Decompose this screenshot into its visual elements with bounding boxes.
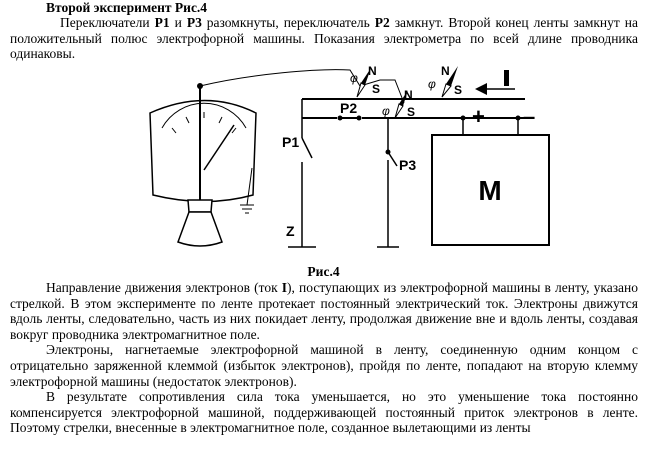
label-p1: Р1: [282, 134, 299, 150]
paragraph-2: Электроны, нагнетаемые электрофорной маш…: [10, 342, 638, 389]
intro-text-2: и: [169, 15, 187, 30]
compass-needle-3: N S φ: [382, 88, 415, 119]
needle3-s: S: [407, 105, 415, 119]
para1-text-b: ), поступающих из электрофорной машины в…: [10, 280, 639, 342]
label-current: I: [512, 84, 513, 86]
label-minus: –: [523, 104, 535, 129]
intro-paragraph: Переключатели Р1 и Р3 разомкнуты, перекл…: [10, 15, 638, 62]
needle3-phi: φ: [382, 104, 390, 118]
switch-p2: Р2: [337, 100, 362, 121]
circuit-diagram: Р2 Р1 Z Р3: [149, 64, 550, 248]
electrophore-machine: М + –: [431, 104, 550, 246]
label-p3: Р3: [399, 157, 416, 173]
intro-p2: Р2: [374, 15, 390, 30]
needle1-s: S: [372, 82, 380, 96]
intro-text-3: разомкнуты, переключатель: [201, 15, 375, 30]
needle2-s: S: [454, 83, 462, 97]
switch-p3-branch: Р3: [377, 118, 416, 248]
label-m: М: [478, 175, 501, 206]
needle2-n: N: [441, 64, 450, 78]
needle3-n: N: [404, 88, 413, 102]
experiment-heading: Второй эксперимент Рис.4: [46, 0, 208, 15]
intro-p1: Р1: [154, 15, 170, 30]
para1-text-a: Направление движения электронов (ток: [46, 280, 282, 295]
conductor-tape: [301, 98, 525, 119]
label-z: Z: [286, 223, 295, 239]
needle1-phi: φ: [350, 71, 358, 85]
circuit-figure: Р2 Р1 Z Р3: [0, 60, 647, 265]
paragraph-3: В результате сопротивления сила тока уме…: [10, 389, 638, 436]
intro-p3: Р3: [186, 15, 202, 30]
electrometer: [149, 83, 257, 247]
compass-needle-2: N S φ: [428, 64, 462, 98]
intro-text-1: Переключатели: [60, 15, 155, 30]
figure-caption: Рис.4: [307, 264, 340, 279]
intro-text-4: замкнут. Второй конец ленты замкнут на п…: [10, 15, 638, 61]
body-text: Направление движения электронов (ток I),…: [10, 280, 638, 436]
label-plus: +: [472, 104, 485, 129]
label-p2: Р2: [340, 100, 357, 116]
switch-p1-branch: Р1 Z: [282, 118, 316, 248]
needle2-phi: φ: [428, 77, 436, 91]
paragraph-1: Направление движения электронов (ток I),…: [10, 280, 638, 342]
current-direction: I: [475, 70, 515, 95]
compass-needle-1: N S φ: [350, 64, 380, 98]
para1-current: I: [281, 280, 288, 295]
needle1-n: N: [368, 64, 377, 78]
